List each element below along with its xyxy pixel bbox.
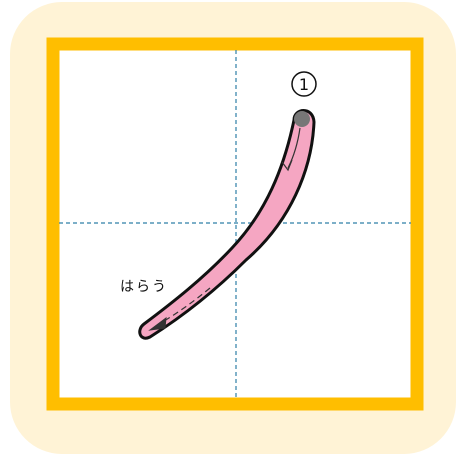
- brush-stroke: [138, 109, 316, 340]
- stroke-start-dot: [294, 111, 310, 127]
- writing-box-frame: [46, 37, 424, 411]
- stroke-direction-arrow-icon: [148, 127, 301, 331]
- circled-number-1-icon: [291, 71, 317, 97]
- stroke-technique-label: はらう: [120, 279, 168, 295]
